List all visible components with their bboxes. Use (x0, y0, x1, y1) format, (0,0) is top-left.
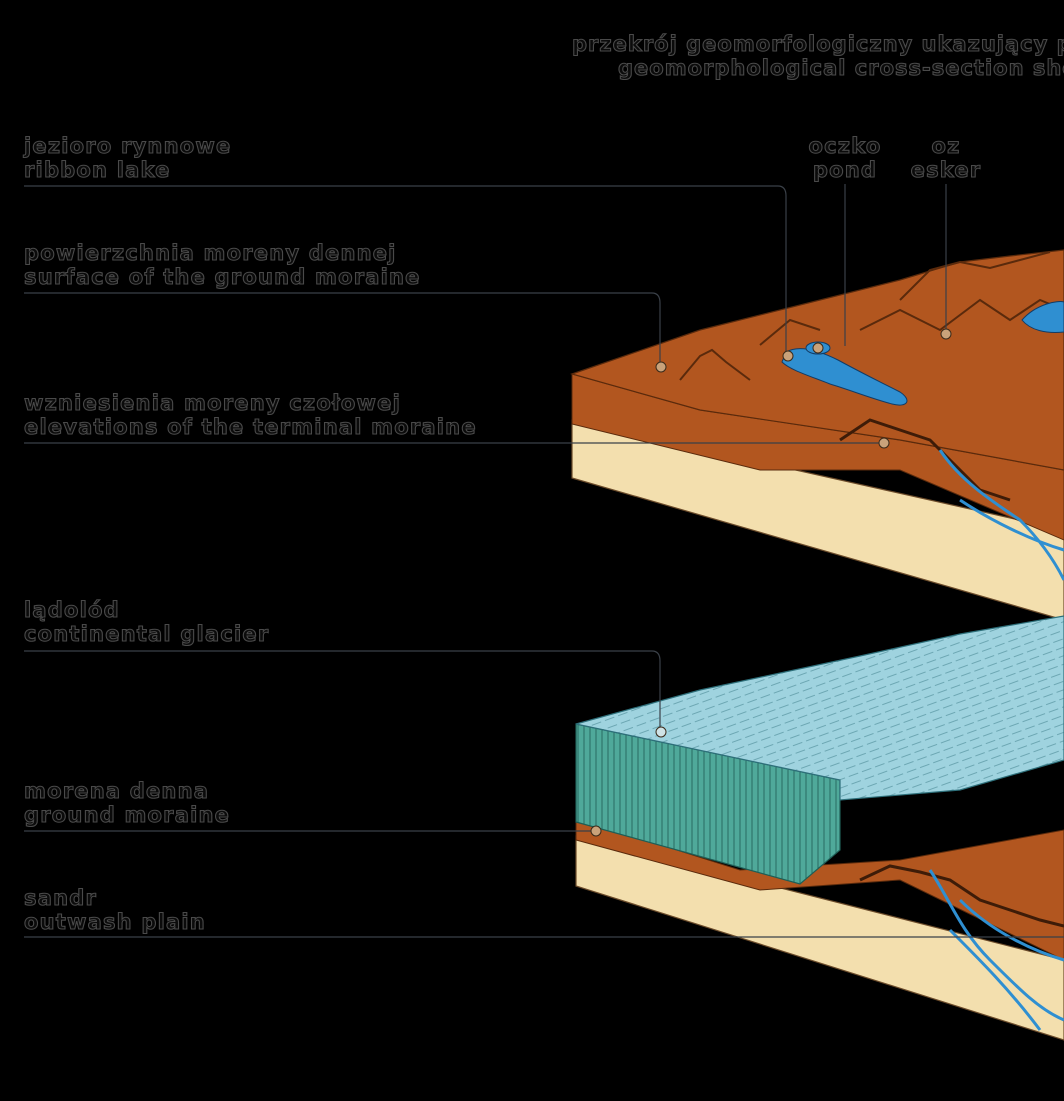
marker-pond (813, 343, 823, 353)
marker-ground-moraine-surface (656, 362, 666, 372)
leader-ground-moraine-surface (24, 293, 660, 366)
leader-ribbon-lake (24, 186, 786, 356)
marker-ribbon-lake (783, 351, 793, 361)
marker-continental-glacier (656, 727, 666, 737)
marker-esker (941, 329, 951, 339)
leader-continental-glacier (24, 651, 660, 732)
marker-ground-moraine (591, 826, 601, 836)
marker-terminal-moraine (879, 438, 889, 448)
upper-block (572, 250, 1064, 620)
lower-block (576, 616, 1064, 1040)
